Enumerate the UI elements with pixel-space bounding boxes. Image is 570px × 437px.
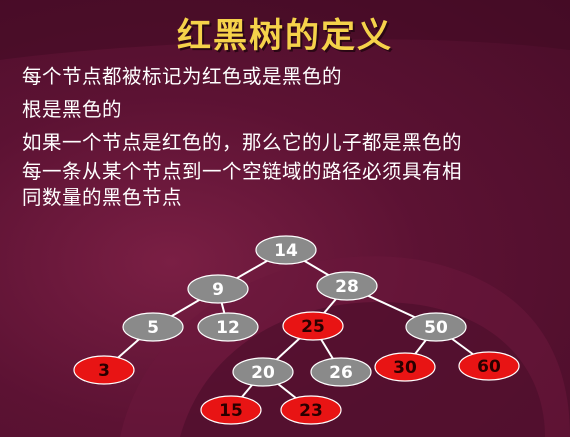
- tree-node-20: 20: [232, 357, 294, 387]
- red-node-shape: [458, 351, 520, 381]
- black-node-shape: [405, 312, 467, 342]
- red-node-shape: [374, 352, 436, 382]
- tree-node-60: 60: [458, 351, 520, 381]
- tree-node-28: 28: [316, 271, 378, 301]
- red-node-shape: [73, 355, 135, 385]
- node-label: 15: [219, 401, 243, 421]
- node-label: 14: [274, 241, 298, 261]
- tree-node-26: 26: [310, 357, 372, 387]
- black-node-shape: [187, 274, 249, 304]
- tree-node-15: 15: [200, 395, 262, 425]
- rule-text: 每一条从某个节点到一个空链域的路径必须具有相: [22, 160, 463, 183]
- node-label: 20: [251, 363, 275, 383]
- node-label: 26: [329, 363, 353, 383]
- red-node-shape: [200, 395, 262, 425]
- node-label: 3: [98, 361, 110, 381]
- red-node-shape: [282, 311, 344, 341]
- node-label: 28: [335, 277, 359, 297]
- black-node-shape: [232, 357, 294, 387]
- tree-node-25: 25: [282, 311, 344, 341]
- tree-node-30: 30: [374, 352, 436, 382]
- black-node-shape: [310, 357, 372, 387]
- node-label: 25: [301, 317, 325, 337]
- rule-text: 如果一个节点是红色的，那么它的儿子都是黑色的: [22, 131, 463, 154]
- tree-node-14: 14: [255, 235, 317, 265]
- tree-node-9: 9: [187, 274, 249, 304]
- node-label: 12: [216, 318, 240, 338]
- rules-list: 每个节点都被标记为红色或是黑色的 根是黑色的 如果一个节点是红色的，那么它的儿子…: [22, 60, 567, 211]
- tree-node-12: 12: [197, 312, 259, 342]
- rule-text: 根是黑色的: [22, 98, 123, 121]
- slide-title: 红黑树的定义: [177, 16, 393, 56]
- node-label: 60: [477, 357, 501, 377]
- tree-node-50: 50: [405, 312, 467, 342]
- black-node-shape: [122, 312, 184, 342]
- tree-node-23: 23: [280, 395, 342, 425]
- black-node-shape: [197, 312, 259, 342]
- black-node-shape: [255, 235, 317, 265]
- tree-node-5: 5: [122, 312, 184, 342]
- node-label: 5: [147, 318, 159, 338]
- node-label: 30: [393, 358, 417, 378]
- node-label: 23: [299, 401, 323, 421]
- red-node-shape: [280, 395, 342, 425]
- rule-text: 每个节点都被标记为红色或是黑色的: [22, 65, 343, 88]
- rule-text: 同数量的黑色节点: [22, 186, 183, 209]
- node-label: 9: [212, 280, 224, 300]
- tree-nodes: 14 9 28 5 12 25 50 3 20 26 30 60 15 23: [73, 235, 520, 425]
- node-label: 50: [424, 318, 448, 338]
- black-node-shape: [316, 271, 378, 301]
- tree-node-3: 3: [73, 355, 135, 385]
